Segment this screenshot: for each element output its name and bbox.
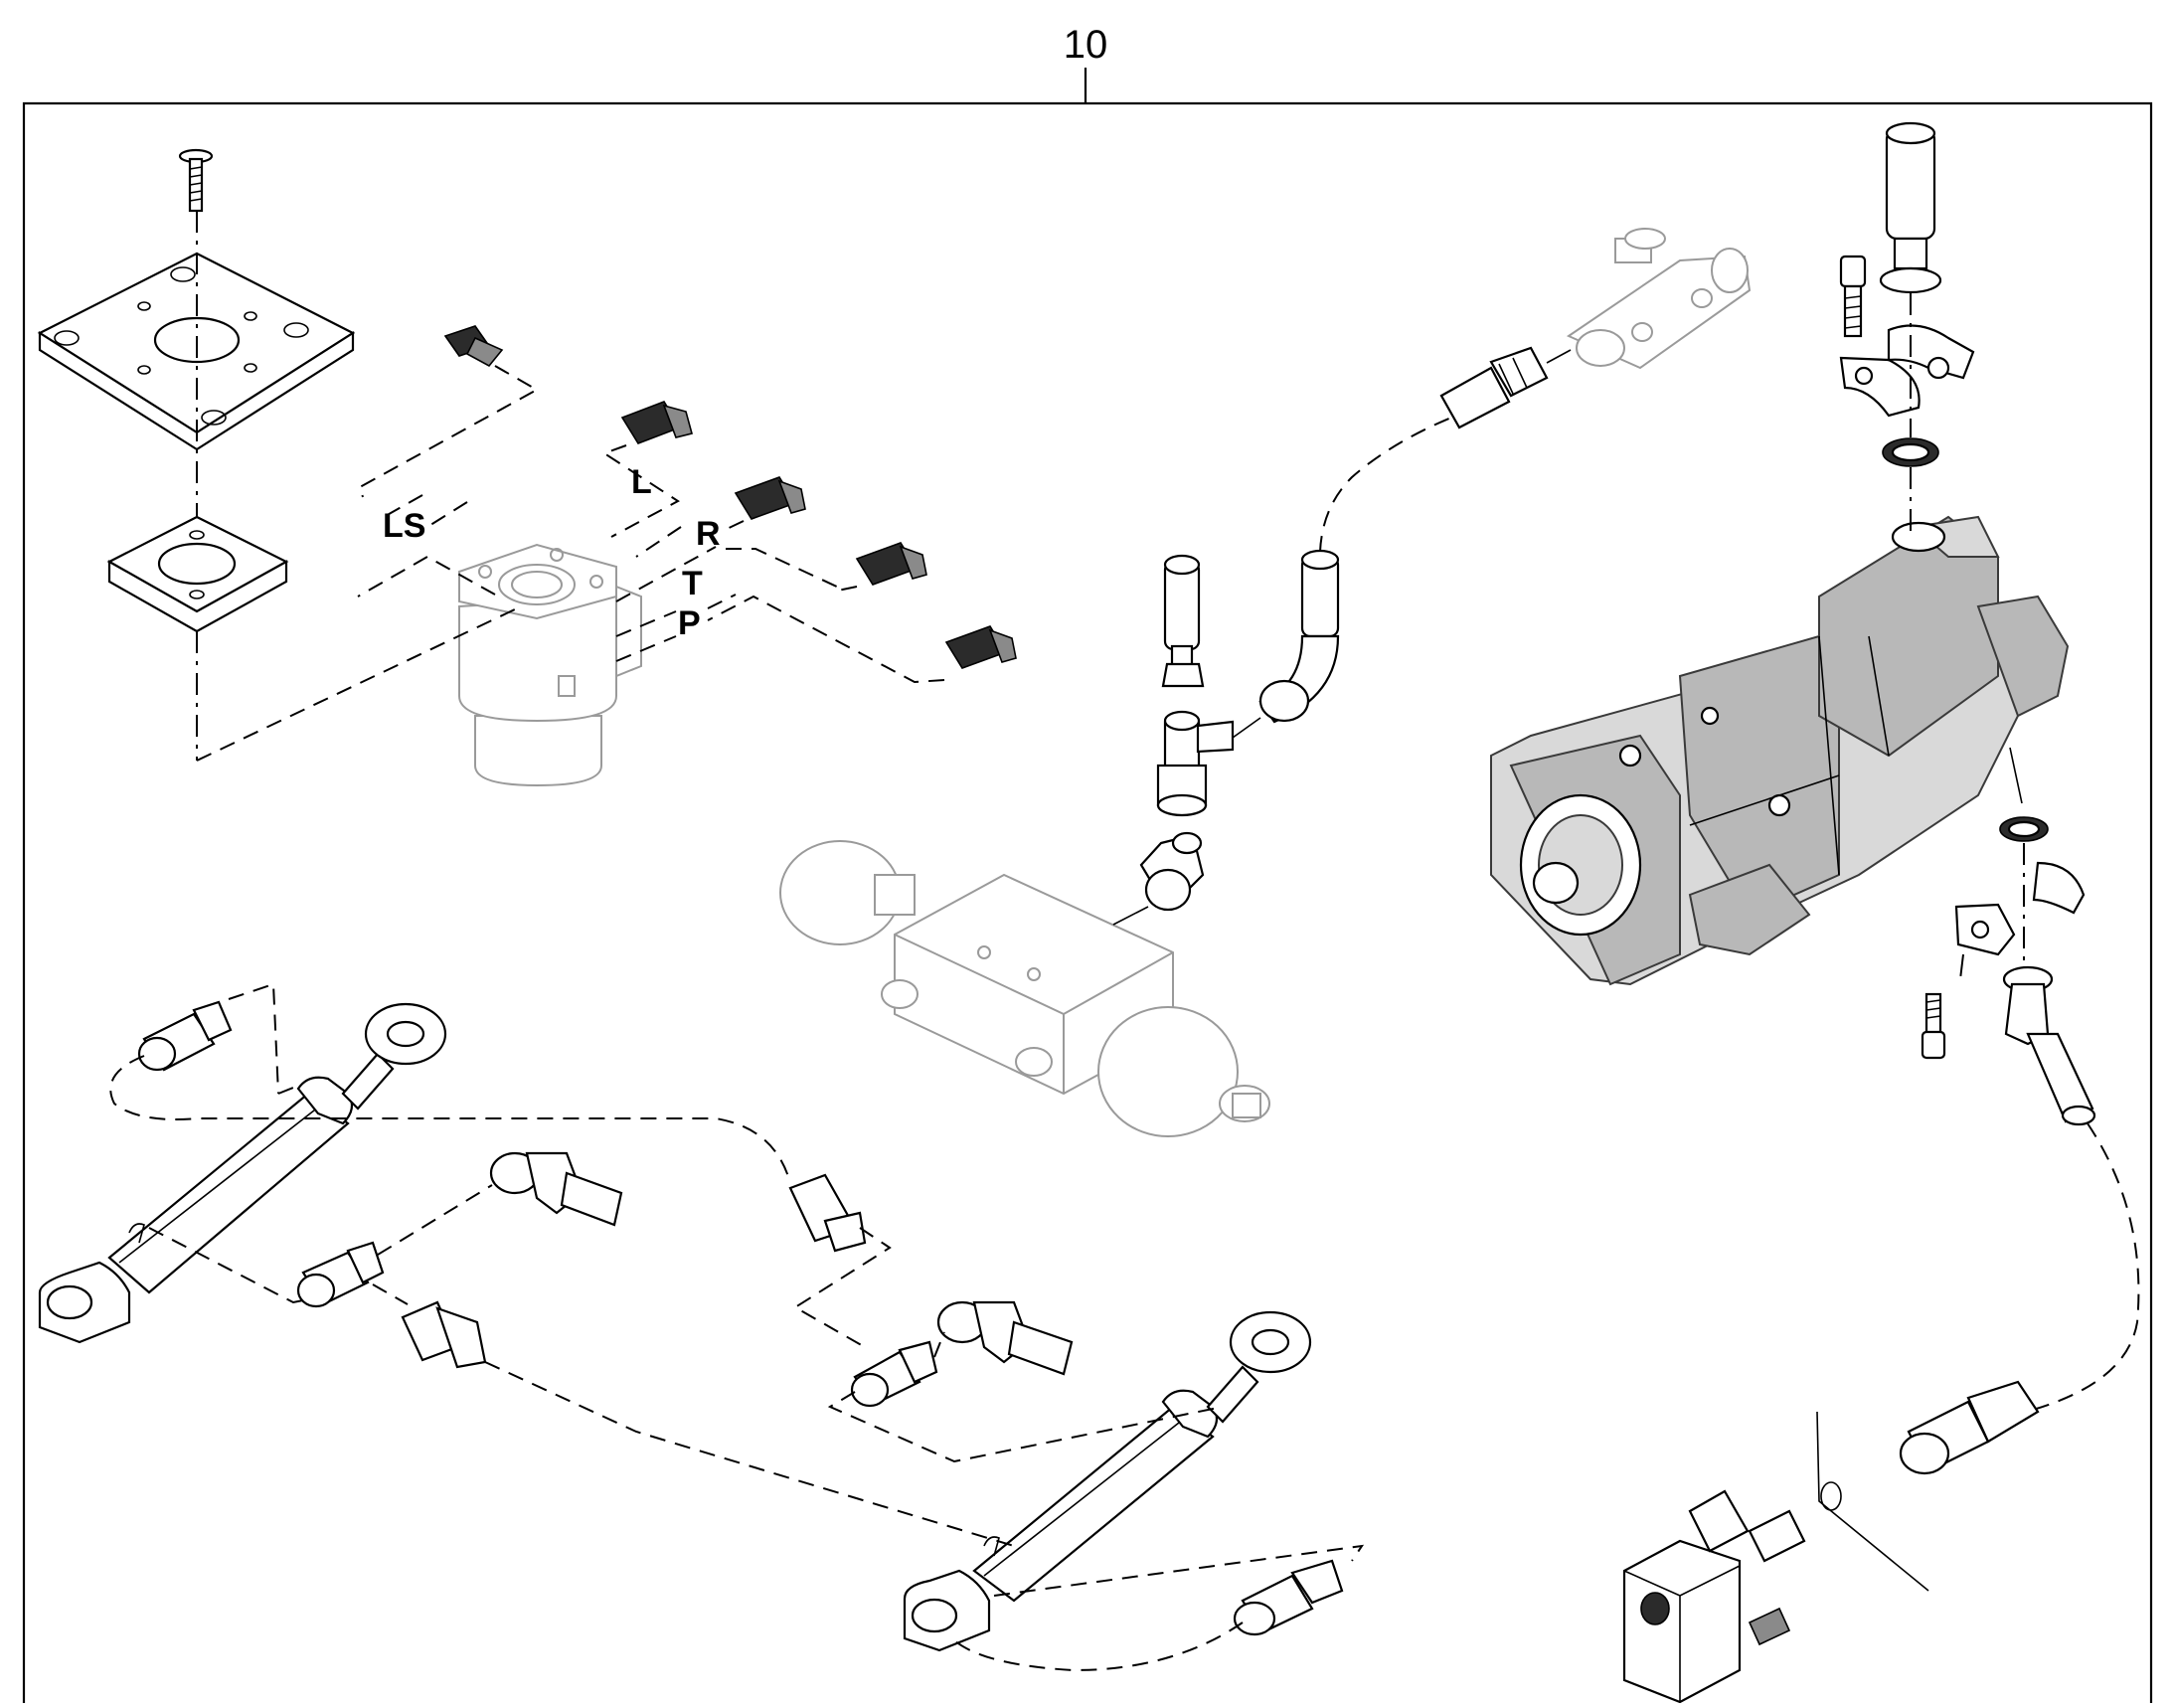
assembly-frame — [22, 101, 2153, 1703]
tee-fitting[interactable] — [1156, 710, 1235, 817]
mounting-screw[interactable] — [178, 148, 214, 213]
cap-screw-bottom[interactable] — [1921, 992, 1946, 1060]
split-flange-bottom[interactable] — [1954, 861, 2086, 956]
tee-fitting-lower-left[interactable] — [296, 1241, 385, 1308]
connector-tee-hose — [1232, 717, 1261, 739]
hose-elbow-right[interactable] — [1258, 549, 1340, 724]
tee-fitting-mid[interactable] — [850, 1340, 938, 1408]
valve-block-bottom[interactable] — [1622, 1489, 1806, 1704]
steering-cylinder-left — [38, 1002, 447, 1344]
elbow-fitting-center[interactable] — [1139, 831, 1205, 912]
leader-p — [615, 595, 945, 684]
leader-tee-mid — [827, 1331, 1224, 1463]
port-label-ls: LS — [383, 507, 425, 545]
leader-r — [615, 520, 842, 602]
fitting-p[interactable] — [944, 625, 1017, 669]
leader-bottom-right — [1816, 1411, 1929, 1592]
leader-elbow-tee — [377, 1184, 493, 1256]
leader-t — [615, 586, 858, 637]
o-ring-bottom[interactable] — [1999, 816, 2049, 842]
hose-fitting-center-left[interactable] — [788, 1173, 867, 1253]
hose-fitting-mid-left[interactable] — [401, 1300, 487, 1369]
callout-group: 10 — [1064, 23, 1108, 103]
fitting-t[interactable] — [855, 542, 927, 586]
leader-cyl-upper — [148, 1085, 319, 1304]
fitting-ls[interactable] — [443, 325, 504, 368]
hose-route-lower-left — [109, 982, 791, 1184]
connector-check — [1546, 349, 1572, 364]
leader-ls-fitting — [358, 365, 540, 518]
leader-l — [601, 444, 682, 558]
hose-route-bottom — [372, 1283, 1365, 1597]
port-label-l: L — [631, 463, 652, 501]
port-label-t: T — [682, 565, 703, 602]
elbow-fitting-mid[interactable] — [936, 1300, 1074, 1376]
fitting-l[interactable] — [620, 401, 693, 444]
hose-route-bottom-center — [953, 1622, 1244, 1672]
hose-fitting-top[interactable] — [1439, 346, 1549, 429]
callout-number[interactable]: 10 — [1064, 23, 1108, 67]
cap-screw-top[interactable] — [1839, 255, 1867, 338]
leader-pump-bottom — [2009, 747, 2023, 804]
hose-pump-bottom[interactable] — [2002, 965, 2096, 1126]
leader-ls — [196, 501, 518, 762]
elbow-fitting-lower-left[interactable] — [489, 1151, 623, 1227]
hose-route-right — [2032, 1122, 2140, 1411]
centerline-pump-bottom — [1959, 843, 2025, 980]
steering-unit — [458, 543, 642, 787]
port-label-r: R — [696, 515, 721, 553]
port-label-p: P — [678, 604, 701, 642]
check-valve — [1566, 228, 1752, 370]
hose-route-center — [1319, 417, 1452, 553]
adapter-flange[interactable] — [106, 515, 289, 633]
leader-center-left — [793, 1227, 892, 1348]
hose-end-pump-top[interactable] — [1879, 121, 1942, 294]
hose-fitting-upper-left[interactable] — [137, 1000, 233, 1072]
leader-bottom-right-ring — [1820, 1481, 1842, 1511]
steering-cylinder-right — [903, 1310, 1312, 1652]
hydraulic-pump — [1490, 515, 2070, 986]
hose-fitting-lower-right[interactable] — [1899, 1380, 2040, 1475]
fitting-r[interactable] — [734, 476, 806, 520]
hose-end-upper[interactable] — [1161, 554, 1205, 688]
split-flange-top[interactable] — [1839, 324, 1975, 418]
o-ring-top[interactable] — [1882, 437, 1939, 467]
accumulator-block — [779, 840, 1270, 1137]
hose-fitting-bottom-center[interactable] — [1233, 1559, 1344, 1636]
connector-line-block — [1112, 906, 1149, 926]
